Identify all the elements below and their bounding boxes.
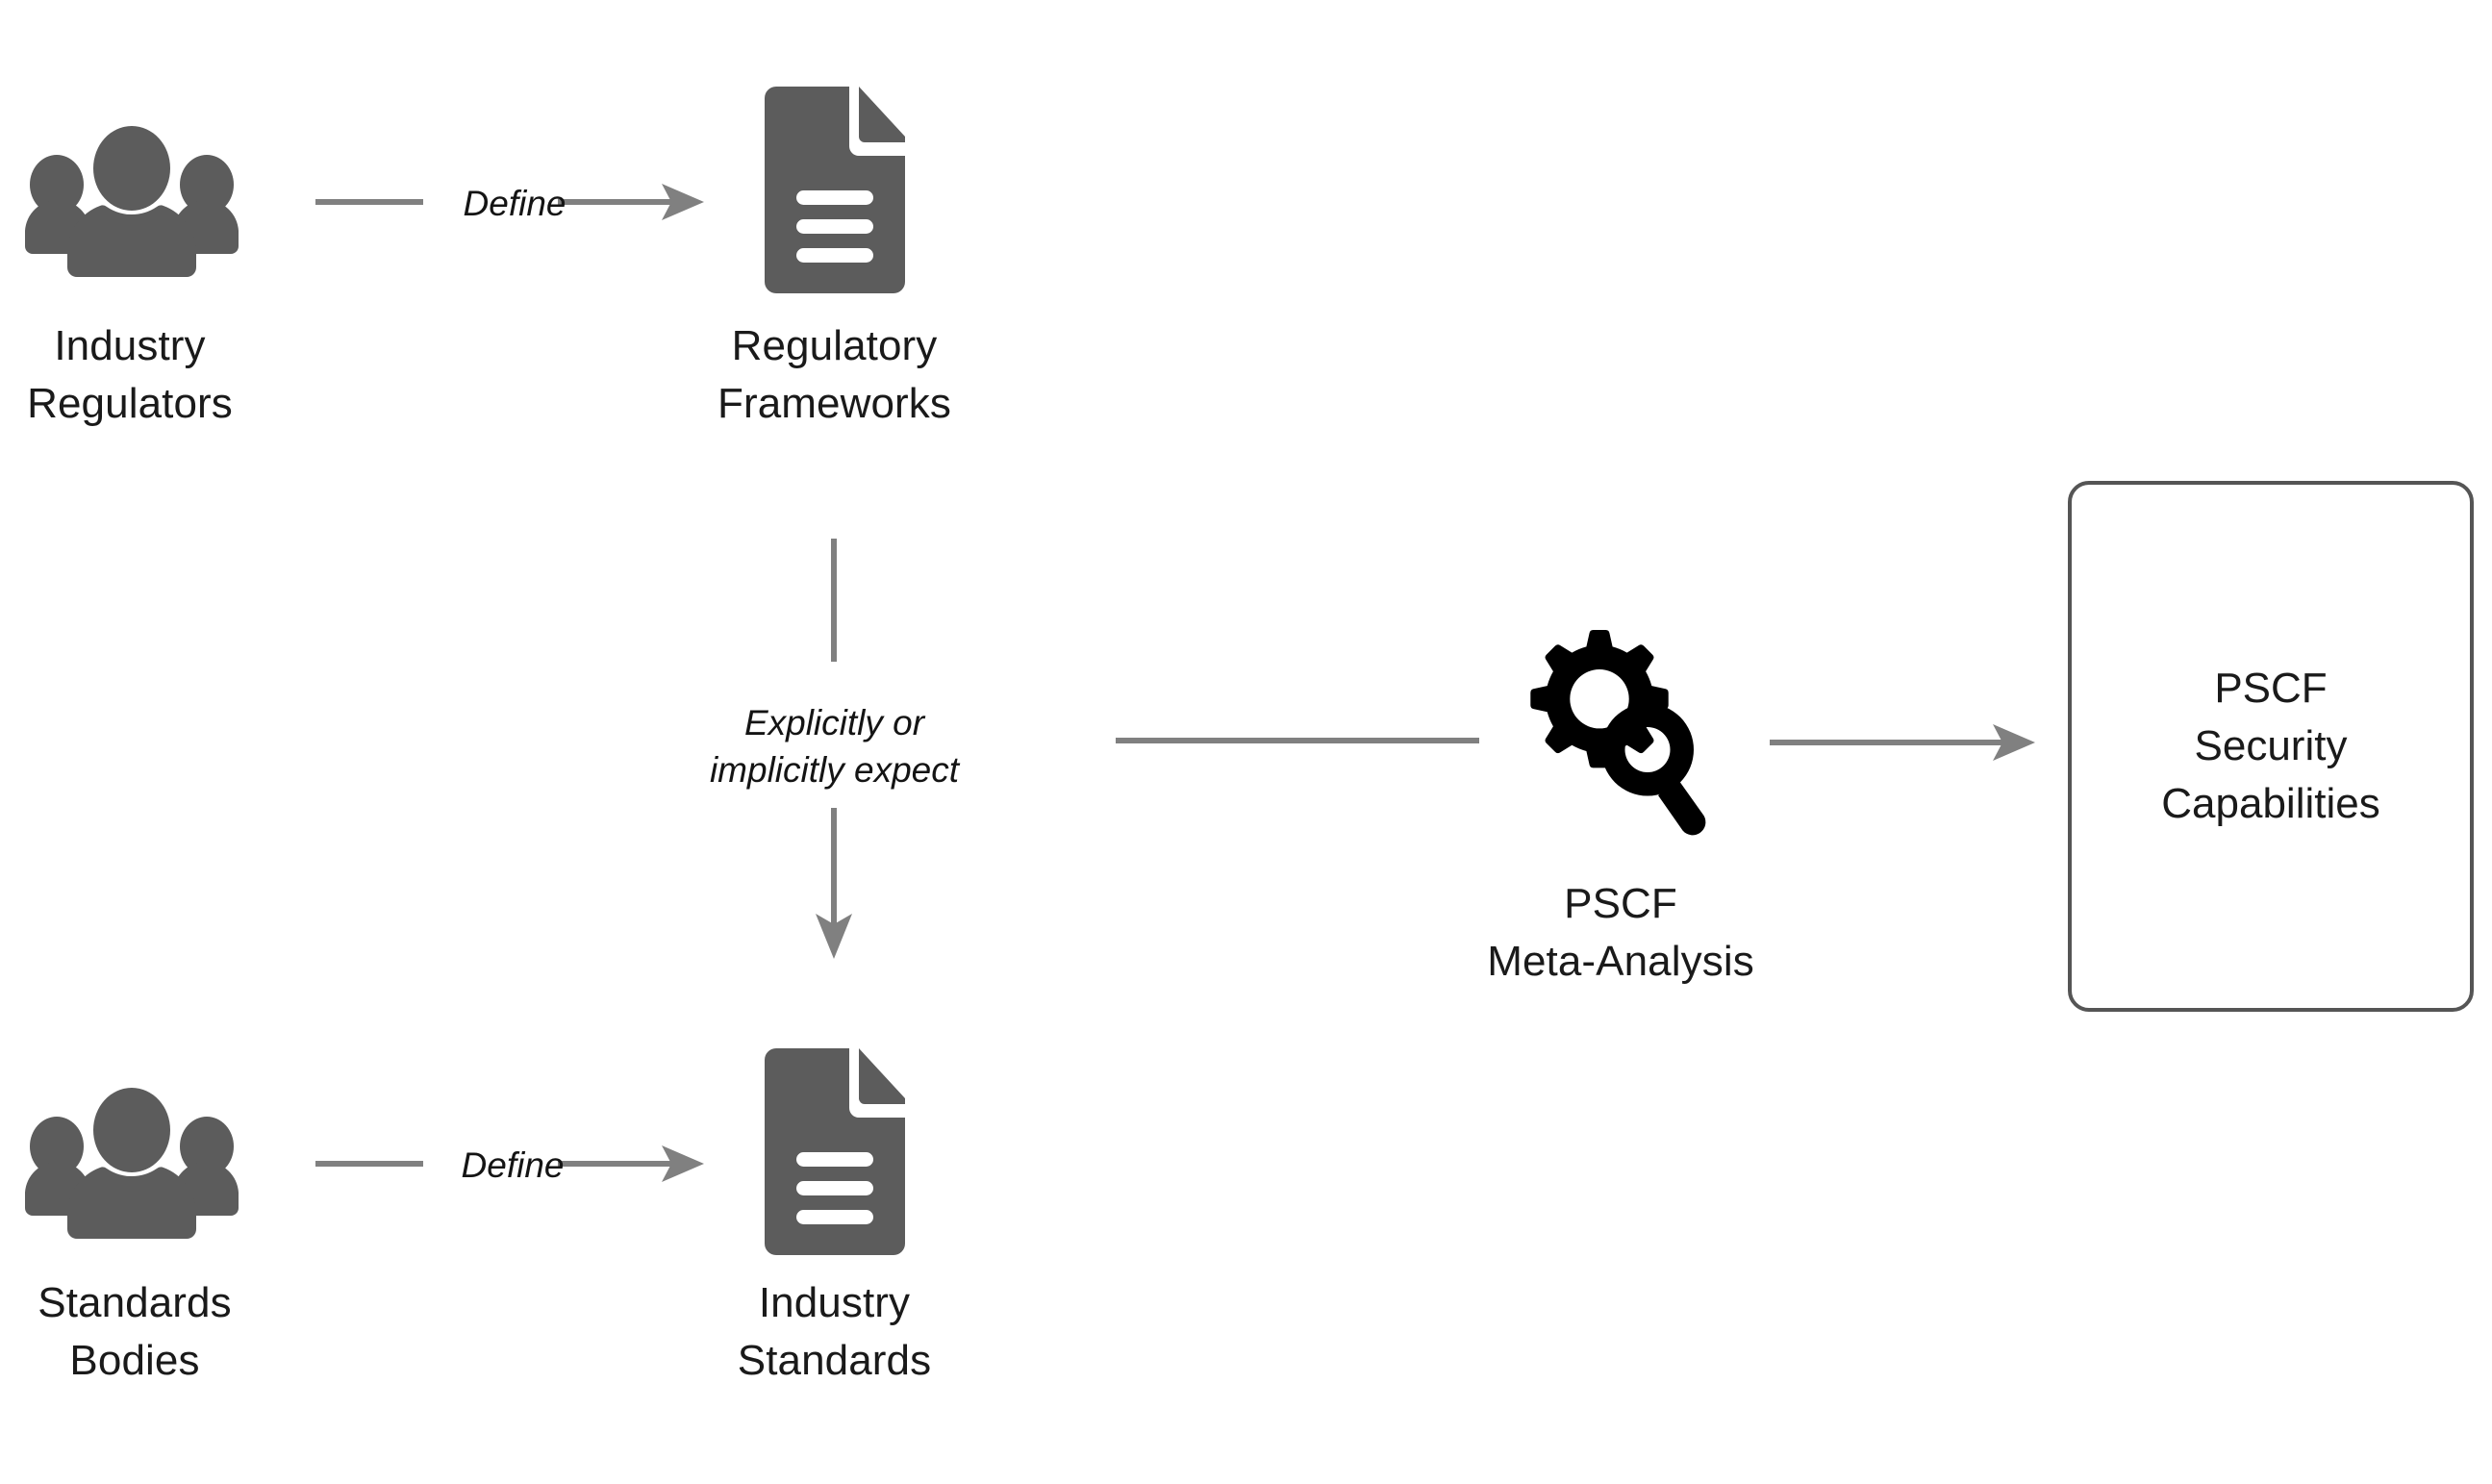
edge-label-define-top: Define xyxy=(463,184,566,223)
edge-bodies-define-standards xyxy=(315,1140,710,1188)
edge-regulators-define-frameworks xyxy=(315,178,710,226)
people-group-icon xyxy=(21,1085,242,1239)
edge-label-explicitly-implicitly-expect: Explicitly or implicitly expect xyxy=(709,703,960,790)
edge-label-define-bottom: Define xyxy=(461,1145,565,1185)
document-icon xyxy=(753,1048,917,1255)
document-icon xyxy=(753,87,917,293)
node-label-standards-bodies: Standards Bodies xyxy=(38,1279,232,1384)
people-group-icon xyxy=(21,123,242,277)
pscf-security-capabilities-box[interactable]: PSCF Security Capabilities xyxy=(2068,481,2474,1012)
edge-meta-analysis-to-capabilities xyxy=(1770,723,2039,762)
node-label-industry-regulators: Industry Regulators xyxy=(27,322,233,427)
edge-frameworks-expect-standards xyxy=(810,539,858,962)
node-label-regulatory-frameworks: Regulatory Frameworks xyxy=(717,322,952,427)
node-label-industry-standards: Industry Standards xyxy=(737,1279,932,1384)
box-label-pscf-security-capabilities: PSCF Security Capabilities xyxy=(2161,665,2380,827)
node-label-pscf-meta-analysis: PSCF Meta-Analysis xyxy=(1487,880,1754,985)
gear-magnifier-icon xyxy=(1518,630,1720,837)
edge-inputs-to-meta-analysis xyxy=(1116,726,1481,755)
